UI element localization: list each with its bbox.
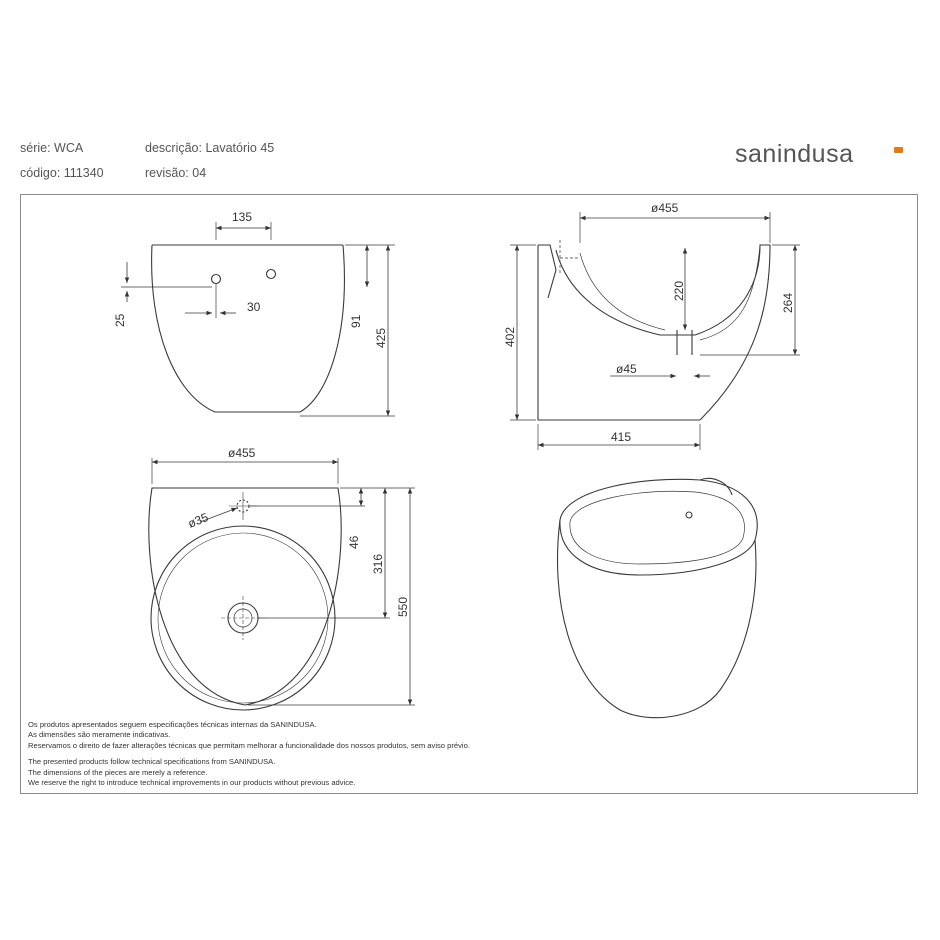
brand-logo: sanindusa bbox=[735, 140, 853, 169]
dim-front-91: 91 bbox=[349, 314, 363, 328]
dim-top-455: ø455 bbox=[228, 446, 256, 460]
drawing-frame bbox=[20, 194, 918, 794]
note-en-3: We reserve the right to introduce techni… bbox=[28, 778, 356, 788]
dim-top-316: 316 bbox=[371, 554, 385, 574]
note-pt-3: Reservamos o direito de fazer alterações… bbox=[28, 740, 470, 750]
note-en-2: The dimensions of the pieces are merely … bbox=[28, 767, 208, 777]
descricao-label: descrição: Lavatório 45 bbox=[145, 141, 275, 155]
front-view bbox=[121, 222, 395, 417]
brand-san: san bbox=[735, 140, 777, 168]
tap-hole-right bbox=[265, 268, 277, 280]
dim-section-455: ø455 bbox=[651, 201, 679, 215]
perspective-view bbox=[557, 477, 758, 719]
tap-hole-left bbox=[210, 273, 222, 285]
revisao-label: revisão: 04 bbox=[145, 166, 207, 180]
dim-section-402: 402 bbox=[503, 327, 517, 347]
dim-top-46: 46 bbox=[347, 535, 361, 549]
dim-front-25: 25 bbox=[113, 313, 127, 327]
dim-section-220: 220 bbox=[672, 281, 686, 301]
serie-label: série: WCA bbox=[20, 141, 84, 155]
dim-front-425: 425 bbox=[374, 328, 388, 348]
dim-front-30: 30 bbox=[247, 300, 261, 314]
dim-section-45: ø45 bbox=[616, 362, 637, 376]
dim-front-135: 135 bbox=[232, 210, 252, 224]
note-pt-1: Os produtos apresentados seguem especifi… bbox=[28, 720, 317, 729]
dim-top-35: ø35 bbox=[186, 510, 211, 531]
dim-top-550: 550 bbox=[396, 597, 410, 617]
section-view bbox=[510, 212, 800, 450]
brand-indusa: indusa bbox=[776, 140, 854, 168]
dim-section-264: 264 bbox=[781, 293, 795, 313]
codigo-label: código: 111340 bbox=[20, 166, 104, 180]
dim-section-415: 415 bbox=[611, 430, 631, 444]
brand-mark-icon bbox=[894, 147, 903, 153]
note-pt-2: As dimensões são meramente indicativas. bbox=[28, 730, 171, 740]
note-en-1: The presented products follow technical … bbox=[28, 757, 276, 767]
disclaimer-notes: Os produtos apresentados seguem especifi… bbox=[28, 720, 470, 788]
top-view bbox=[148, 458, 415, 711]
